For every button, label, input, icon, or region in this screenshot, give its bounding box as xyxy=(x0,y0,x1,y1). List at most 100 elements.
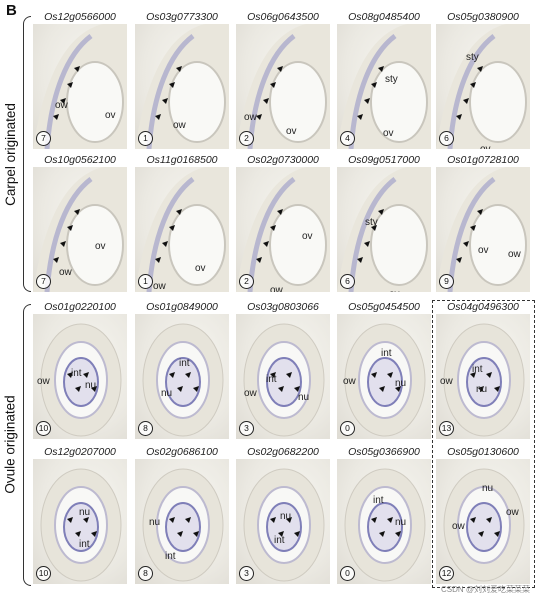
group-label-carpel: Carpel originated xyxy=(2,102,18,206)
gene-id: Os06g0643500 xyxy=(247,11,319,23)
micrograph-panel: Os05g0380900styov6 xyxy=(436,10,530,149)
tissue-label: int xyxy=(381,348,392,359)
tissue-label: ow xyxy=(59,267,72,278)
tissue-illustration xyxy=(443,323,525,437)
tissue-label: ov xyxy=(478,245,489,256)
stage-number-badge: 9 xyxy=(439,274,454,289)
tissue-illustration xyxy=(243,468,325,582)
gene-id: Os01g0728100 xyxy=(447,154,519,166)
gene-id: Os09g0517000 xyxy=(348,154,420,166)
group-label-ovule: Ovule originated xyxy=(2,394,18,494)
stage-number-badge: 8 xyxy=(138,421,153,436)
gene-id: Os12g0207000 xyxy=(44,446,116,458)
tissue-illustration xyxy=(33,24,127,149)
gene-id: Os01g0849000 xyxy=(146,301,218,313)
tissue-label: ow xyxy=(440,376,453,387)
stage-number-badge: 3 xyxy=(239,421,254,436)
tissue-section-image: styov6 xyxy=(436,24,530,149)
tissue-label: ov xyxy=(389,289,400,292)
gene-id: Os01g0220100 xyxy=(44,301,116,313)
gene-id: Os11g0168500 xyxy=(146,154,218,166)
stage-number-badge: 2 xyxy=(239,274,254,289)
tissue-illustration xyxy=(40,468,122,582)
tissue-illustration xyxy=(436,167,530,292)
tissue-label: ov xyxy=(286,126,297,137)
tissue-illustration xyxy=(40,323,122,437)
micrograph-panel: Os01g0849000 int nu 8 xyxy=(135,300,229,439)
tissue-label: int xyxy=(179,358,190,369)
micrograph-panel: Os01g0728100 ov ow 9 xyxy=(436,153,530,292)
gene-id: Os02g0682200 xyxy=(247,446,319,458)
tissue-illustration xyxy=(344,323,426,437)
tissue-label: int xyxy=(165,551,176,562)
tissue-label: int xyxy=(266,374,277,385)
tissue-illustration xyxy=(135,24,229,149)
gene-id: Os05g0380900 xyxy=(447,11,519,23)
stage-number-badge: 12 xyxy=(439,566,454,581)
micrograph-panel: Os09g0517000 sty ov 6 xyxy=(337,153,431,292)
stage-number-badge: 8 xyxy=(138,566,153,581)
tissue-label: ow xyxy=(244,388,257,399)
stage-number-badge: 0 xyxy=(340,566,355,581)
tissue-label: ow xyxy=(270,285,283,292)
tissue-section-image: ov ow 2 xyxy=(236,167,330,292)
tissue-illustration xyxy=(142,468,224,582)
tissue-label: ow xyxy=(508,249,521,260)
tissue-illustration xyxy=(33,167,127,292)
tissue-label: ov xyxy=(195,263,206,274)
tissue-illustration xyxy=(436,24,530,149)
stage-number-badge: 3 xyxy=(239,566,254,581)
gene-id: Os03g0773300 xyxy=(146,11,218,23)
gene-id: Os04g0496300 xyxy=(447,301,519,313)
tissue-section-image: nu int 8 xyxy=(135,459,229,584)
tissue-section-image: int nu 8 xyxy=(135,314,229,439)
tissue-illustration xyxy=(337,24,431,149)
tissue-label: nu xyxy=(476,384,488,395)
tissue-illustration xyxy=(135,167,229,292)
tissue-illustration xyxy=(142,323,224,437)
micrograph-panel: Os02g0730000 ov ow 2 xyxy=(236,153,330,292)
gene-id: Os08g0485400 xyxy=(348,11,420,23)
tissue-label: ow xyxy=(37,376,50,387)
tissue-label: nu xyxy=(161,388,173,399)
group-bracket-ovule xyxy=(23,304,31,586)
stage-number-badge: 10 xyxy=(36,421,51,436)
tissue-label: nu xyxy=(149,517,161,528)
tissue-label: nu xyxy=(482,483,494,494)
tissue-label: ov xyxy=(383,128,394,139)
stage-number-badge: 7 xyxy=(36,274,51,289)
tissue-label: ov xyxy=(302,231,313,242)
gene-id: Os10g0562100 xyxy=(44,154,116,166)
stage-number-badge: 6 xyxy=(340,274,355,289)
tissue-label: nu xyxy=(79,507,91,518)
gene-id: Os02g0730000 xyxy=(247,154,319,166)
tissue-label: sty xyxy=(365,217,378,228)
tissue-label: sty xyxy=(466,52,479,63)
tissue-label: ow xyxy=(343,376,356,387)
tissue-illustration xyxy=(337,167,431,292)
tissue-label: nu xyxy=(298,392,310,403)
tissue-label: ow xyxy=(153,281,166,292)
tissue-label: ow xyxy=(244,112,257,123)
gene-id: Os12g0566000 xyxy=(44,11,116,23)
tissue-illustration xyxy=(236,24,330,149)
tissue-label: ov xyxy=(105,110,116,121)
